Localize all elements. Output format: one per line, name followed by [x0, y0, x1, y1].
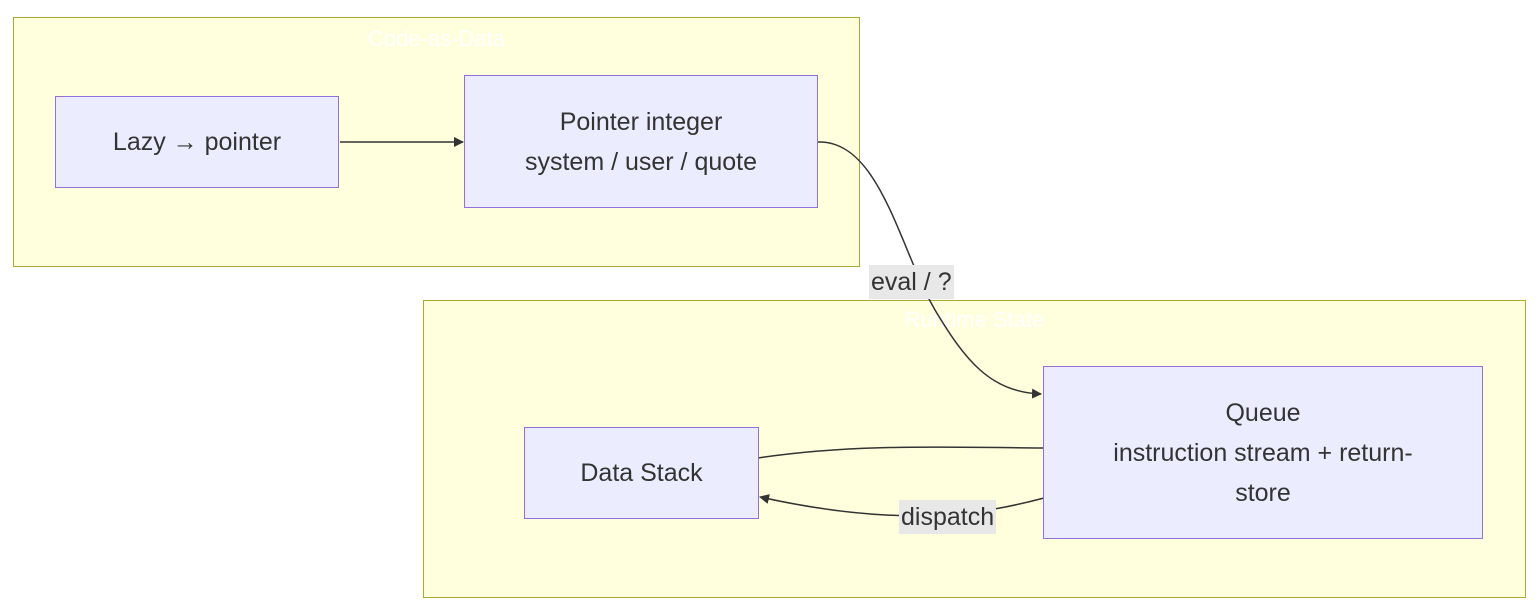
- node-data-stack-label: Data Stack: [580, 459, 703, 487]
- node-queue-line1: Queue: [1225, 398, 1301, 427]
- cluster-title-code-as-data: Code-as-Data: [368, 26, 505, 51]
- edge-label-dispatch: dispatch: [899, 500, 997, 534]
- node-lazy-pointer: Lazy → pointer: [55, 96, 339, 188]
- node-data-stack: Data Stack: [524, 427, 759, 519]
- node-pointer-integer: Pointer integer system / user / quote: [464, 75, 818, 208]
- cluster-title-runtime-state: Runtime State: [904, 307, 1045, 332]
- node-queue-line3: store: [1235, 478, 1291, 507]
- edge-label-eval: eval / ?: [869, 265, 954, 299]
- node-lazy-pointer-label: Lazy → pointer: [112, 128, 282, 156]
- edge-stack-to-queue: [757, 446, 1045, 459]
- node-pointer-integer-line2: system / user / quote: [524, 147, 758, 176]
- node-queue: Queue instruction stream + return- store: [1043, 366, 1483, 539]
- edge-pointer-to-queue: [817, 141, 1042, 399]
- node-queue-line2: instruction stream + return-: [1113, 438, 1413, 467]
- node-pointer-integer-line1: Pointer integer: [559, 107, 723, 136]
